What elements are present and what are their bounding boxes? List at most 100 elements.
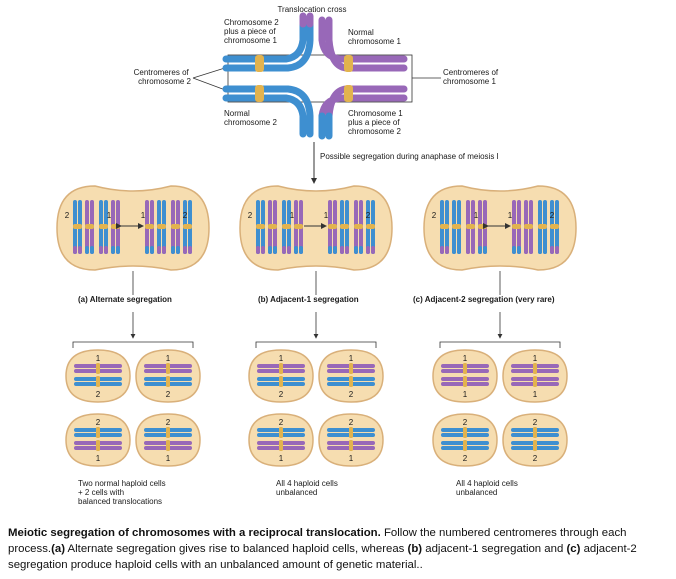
centromere — [349, 363, 353, 374]
centromere-number: 2 — [349, 418, 354, 427]
centromere — [96, 363, 100, 374]
panel-c-result: All 4 haploid cells unbalanced — [456, 479, 520, 497]
haploid-cell: 21 — [65, 413, 131, 467]
label-normal-chr1: Normal chromosome 1 — [348, 28, 401, 46]
label-chr2-plus-piece: Chromosome 2 plus a piece of chromosome … — [224, 18, 281, 45]
caption-b-text: adjacent-1 segregation and — [422, 543, 567, 555]
centromere — [533, 427, 537, 438]
chromosome — [282, 200, 291, 254]
anaphase-cell-c: 2 1 1 2 — [423, 185, 577, 295]
centromere-number: 1 — [279, 354, 284, 363]
chromosome — [354, 200, 363, 254]
panel-b-label: (b) Adjacent-1 segregation — [258, 295, 359, 304]
group-bracket — [439, 341, 561, 348]
centromere-number: 1 — [508, 211, 513, 220]
translocation-segregation-diagram: Translocation cross Chromosome 2 plus a … — [56, 5, 577, 506]
chromosome — [99, 200, 108, 254]
segregation-note: Possible segregation during anaphase of … — [320, 152, 499, 161]
centromere-number: 1 — [474, 211, 479, 220]
chromosome — [440, 200, 449, 254]
centromere-number: 2 — [349, 390, 354, 399]
centromere-number: 1 — [107, 211, 112, 220]
centromere — [349, 427, 353, 438]
chromosome — [145, 200, 154, 254]
chromosome — [85, 200, 94, 254]
caption-c-text: adjacent-2 segregation produce haploid c… — [8, 543, 637, 571]
anaphase-cell-a: 2 1 1 2 — [56, 185, 210, 295]
normal-chromosome-2 — [222, 85, 314, 138]
centromere — [166, 363, 170, 374]
group-bracket — [72, 341, 194, 348]
centromere — [96, 440, 100, 451]
haploid-cell: 12 — [135, 349, 201, 403]
centromere — [96, 427, 100, 438]
chromosome — [524, 200, 533, 254]
chromosome — [256, 200, 265, 254]
centromere — [463, 363, 467, 374]
chromosome — [538, 200, 547, 254]
centromere-number: 2 — [550, 211, 555, 220]
chromosome — [73, 200, 82, 254]
centromere — [166, 376, 170, 387]
centromere — [279, 440, 283, 451]
centromere-number: 2 — [65, 211, 70, 220]
caption-a-text: Alternate segregation gives rise to bala… — [64, 543, 408, 555]
centromere-number: 1 — [463, 354, 468, 363]
centromere-number: 1 — [533, 354, 538, 363]
panel-a-label: (a) Alternate segregation — [78, 295, 172, 304]
centromere — [463, 427, 467, 438]
centromere-number: 2 — [366, 211, 371, 220]
label-chr1-plus-piece: Chromosome 1 plus a piece of chromosome … — [348, 109, 405, 136]
haploid-cell: 11 — [502, 349, 568, 403]
haploid-cell: 22 — [432, 413, 498, 467]
centromere-number: 2 — [432, 211, 437, 220]
centromere-number: 2 — [166, 418, 171, 427]
chromosome-1-plus-piece — [318, 85, 408, 140]
chromosome-2-plus-piece — [222, 12, 314, 72]
centromere-number: 1 — [166, 354, 171, 363]
haploid-cell: 12 — [248, 349, 314, 403]
centromere-number: 2 — [463, 418, 468, 427]
centromere-number: 2 — [279, 418, 284, 427]
centromere-number: 1 — [290, 211, 295, 220]
chromosome — [466, 200, 475, 254]
centromere — [166, 427, 170, 438]
centromere-number: 2 — [183, 211, 188, 220]
centromere-number: 2 — [533, 454, 538, 463]
caption-b-label: (b) — [407, 543, 423, 555]
panel-b-result: All 4 haploid cells unbalanced — [276, 479, 340, 497]
haploid-cell: 21 — [135, 413, 201, 467]
chromosome — [328, 200, 337, 254]
centromere-number: 2 — [248, 211, 253, 220]
centromere-number: 1 — [349, 454, 354, 463]
chromosome — [366, 200, 375, 254]
chromosome — [340, 200, 349, 254]
centromere — [533, 363, 537, 374]
centromere-number: 1 — [96, 354, 101, 363]
centromere — [349, 376, 353, 387]
translocation-cross-title: Translocation cross — [277, 5, 346, 14]
centromere-number: 1 — [166, 454, 171, 463]
centromere-number: 1 — [463, 390, 468, 399]
chromosome — [478, 200, 487, 254]
centromere-number: 2 — [96, 390, 101, 399]
chromosome — [452, 200, 461, 254]
chromosome — [550, 200, 559, 254]
panel-a-result: Two normal haploid cells + 2 cells with … — [78, 479, 168, 506]
centromere — [279, 376, 283, 387]
centromere-number: 1 — [141, 211, 146, 220]
centromere-number: 2 — [463, 454, 468, 463]
centromere-number: 2 — [279, 390, 284, 399]
haploid-cell: 11 — [432, 349, 498, 403]
panel-c-label: (c) Adjacent-2 segregation (very rare) — [413, 295, 555, 304]
chromosome — [183, 200, 192, 254]
centromere — [463, 440, 467, 451]
translocation-cross: Translocation cross Chromosome 2 plus a … — [134, 5, 499, 140]
haploid-cell: 22 — [502, 413, 568, 467]
chromosome — [157, 200, 166, 254]
centromere-number: 2 — [533, 418, 538, 427]
haploid-cell: 12 — [65, 349, 131, 403]
